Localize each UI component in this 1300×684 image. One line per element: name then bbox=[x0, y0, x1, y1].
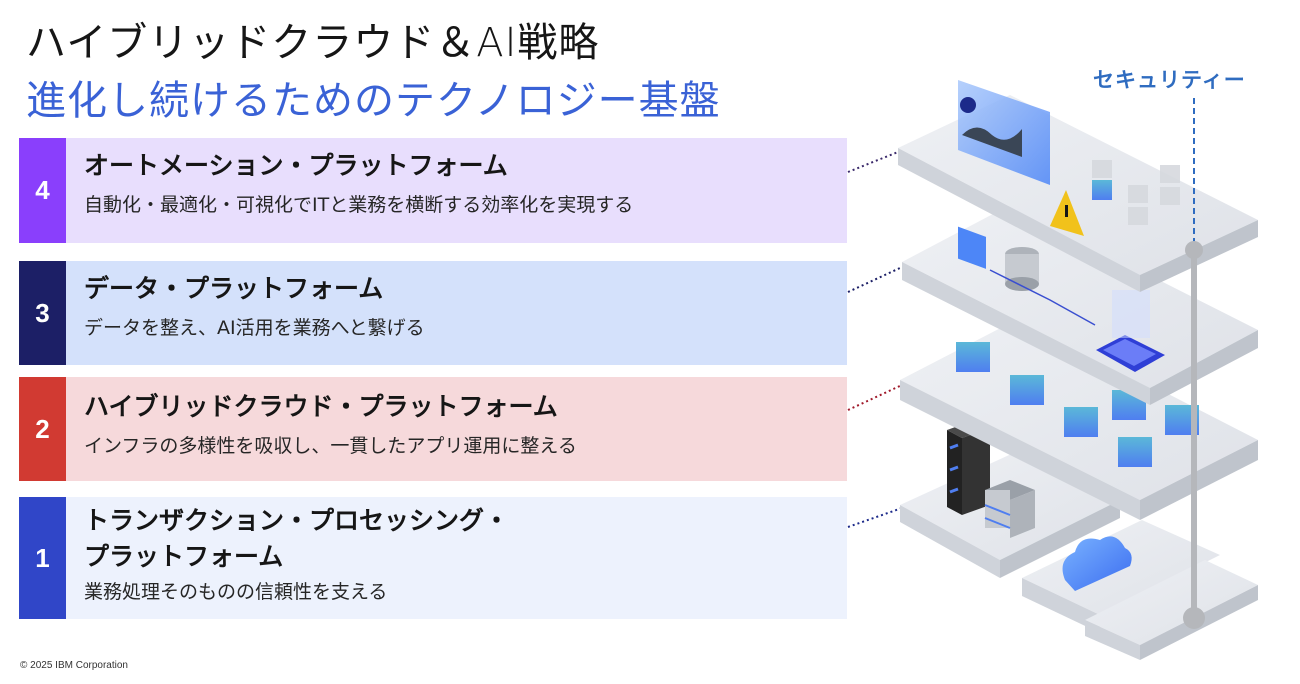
dashboard-icon bbox=[958, 80, 1050, 185]
security-label: セキュリティー bbox=[1093, 68, 1246, 92]
warning-icon bbox=[1050, 190, 1084, 236]
layer-row-4[interactable]: 4 オートメーション・プラットフォーム 自動化・最適化・可視化でITと業務を横断… bbox=[19, 138, 847, 243]
layer-title: オートメーション・プラットフォーム bbox=[84, 151, 508, 180]
folder-icon bbox=[958, 226, 986, 269]
ai-chip-icon bbox=[1096, 290, 1165, 372]
database-icon bbox=[1005, 247, 1039, 291]
layer-title-line2: プラットフォーム bbox=[84, 542, 284, 571]
layer-number-badge: 2 bbox=[19, 377, 66, 481]
layer-row-2[interactable]: 2 ハイブリッドクラウド・プラットフォーム インフラの多様性を吸収し、一貫したア… bbox=[19, 377, 847, 481]
platform-layer-3 bbox=[902, 205, 1258, 405]
layer-description: 自動化・最適化・可視化でITと業務を横断する効率化を実現する bbox=[84, 194, 634, 216]
layer-description: インフラの多様性を吸収し、一貫したアプリ運用に整える bbox=[84, 435, 577, 457]
blocks-icon bbox=[1092, 160, 1180, 225]
layer-description: データを整え、AI活用を業務へと繋げる bbox=[84, 317, 425, 339]
layer-title: データ・プラットフォーム bbox=[84, 274, 384, 303]
connector-layer-2 bbox=[847, 384, 903, 411]
layer-title: ハイブリッドクラウド・プラットフォーム bbox=[84, 392, 558, 421]
container-cube-icon bbox=[956, 342, 1199, 467]
connector-layer-4 bbox=[847, 151, 899, 173]
platform-layer-2 bbox=[900, 318, 1258, 520]
layer-number-badge: 3 bbox=[19, 261, 66, 365]
layer-row-3[interactable]: 3 データ・プラットフォーム データを整え、AI活用を業務へと繋げる bbox=[19, 261, 847, 365]
dollar-icon bbox=[960, 97, 976, 113]
platform-layer-4 bbox=[898, 80, 1258, 292]
layer-description: 業務処理そのものの信頼性を支える bbox=[84, 581, 388, 603]
copyright: © 2025 IBM Corporation bbox=[20, 660, 128, 671]
layer-row-1[interactable]: 1 トランザクション・プロセッシング・ プラットフォーム 業務処理そのものの信頼… bbox=[19, 497, 847, 619]
server-stack-icon bbox=[984, 480, 1035, 538]
layer-title: トランザクション・プロセッシング・ bbox=[84, 506, 510, 535]
security-pole bbox=[1183, 98, 1205, 629]
layer-number-badge: 4 bbox=[19, 138, 66, 243]
cloud-icon bbox=[1062, 536, 1132, 591]
layer-number-badge: 1 bbox=[19, 497, 66, 619]
connector-layer-1 bbox=[847, 507, 903, 528]
page-title: ハイブリッドクラウド＆AI戦略 bbox=[26, 20, 600, 66]
connector-layer-3 bbox=[847, 267, 901, 293]
page-subtitle: 進化し続けるためのテクノロジー基盤 bbox=[26, 78, 721, 124]
active-block-icon bbox=[1092, 180, 1112, 200]
